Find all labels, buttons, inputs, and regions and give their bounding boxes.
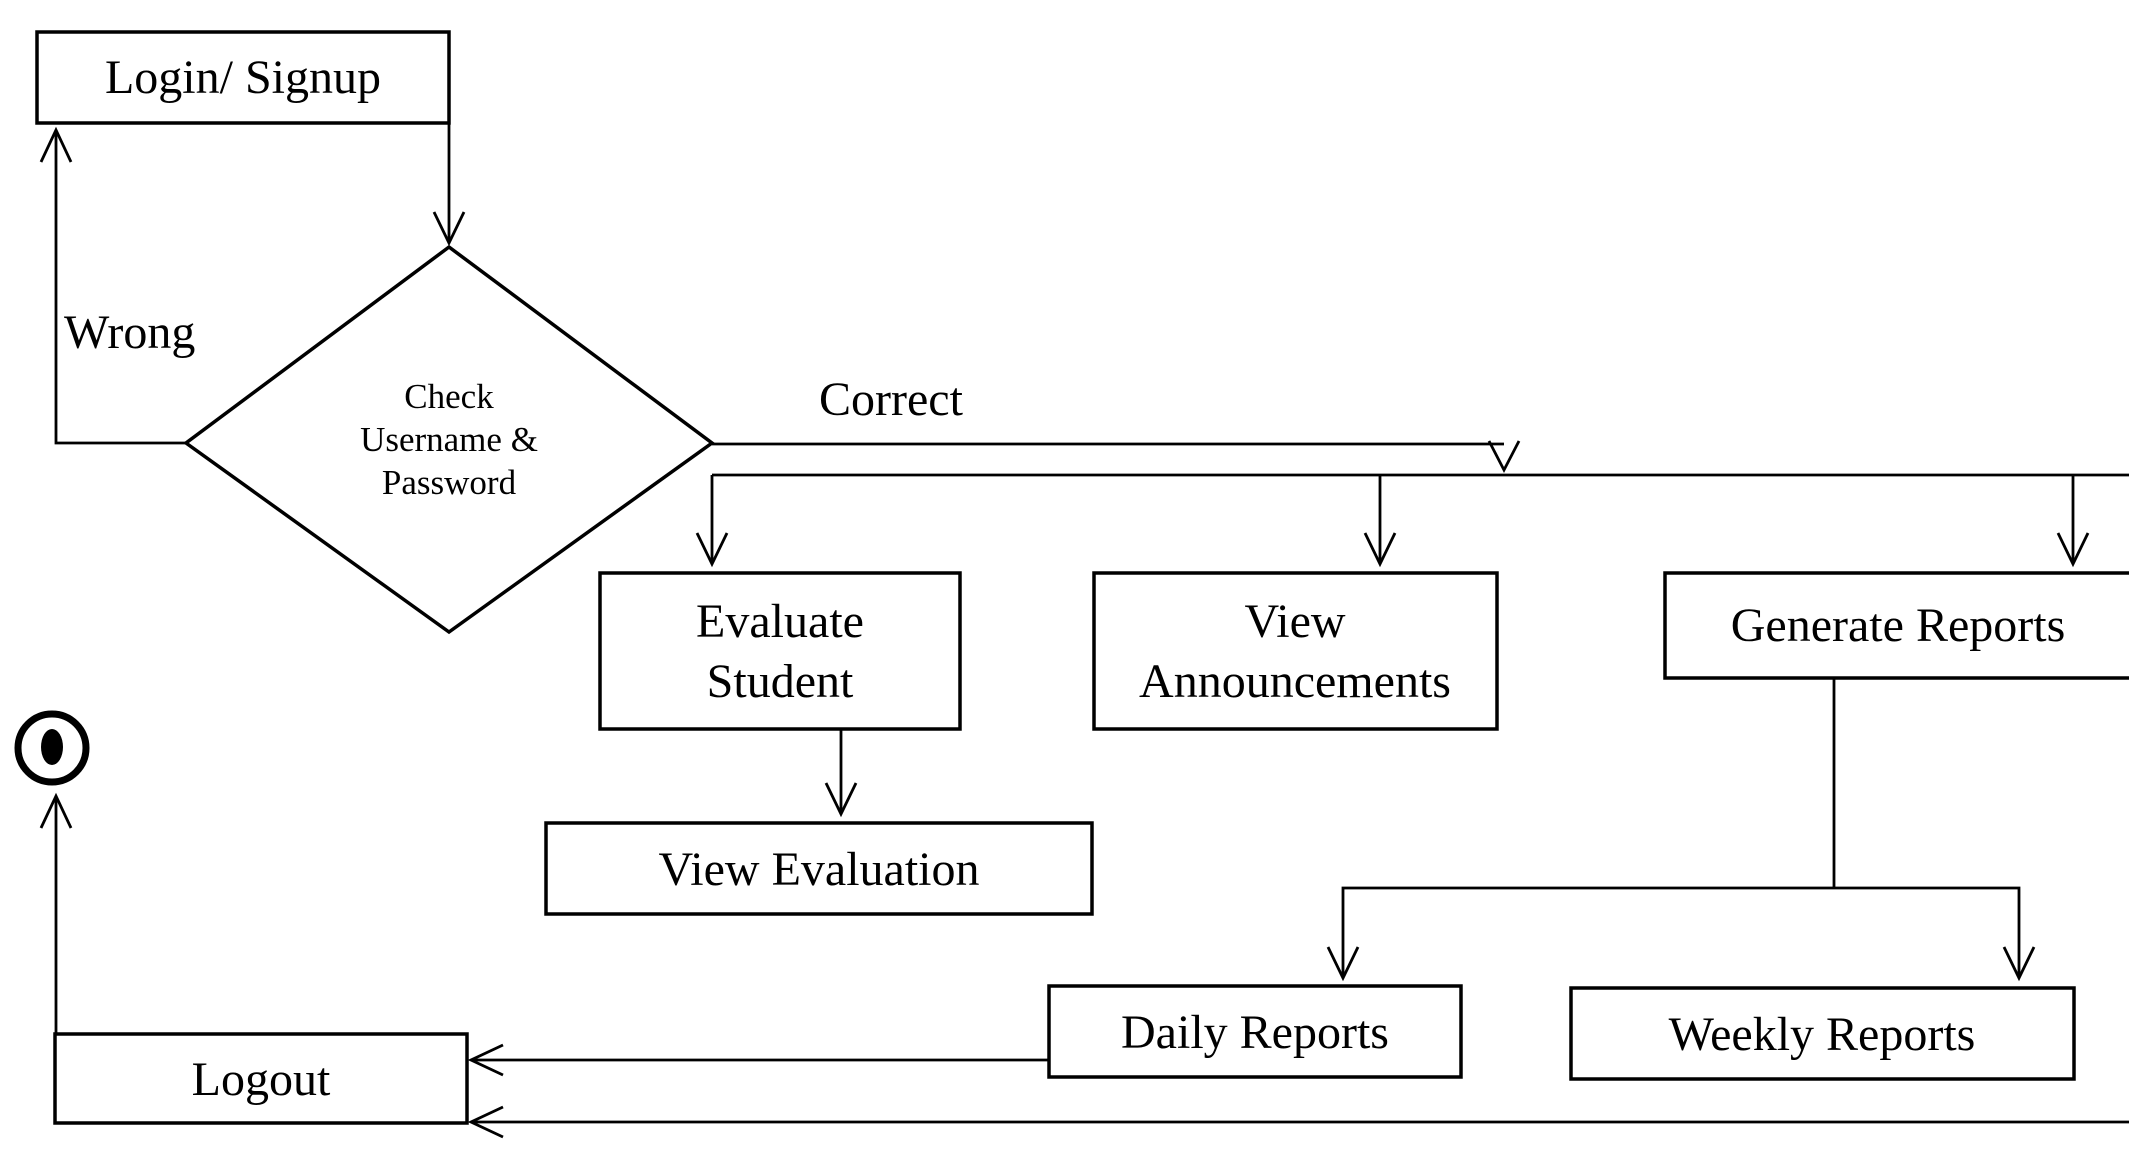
arrowhead-into-evaluate: [695, 532, 729, 568]
node-view-announcements: View Announcements: [1092, 571, 1499, 731]
node-weekly-reports-label: Weekly Reports: [1669, 1008, 1976, 1061]
node-logout: Logout: [53, 1032, 469, 1125]
arrowhead-into-logout-upper: [467, 1043, 504, 1077]
node-check-credentials: Check Username & Password: [183, 244, 715, 635]
arrowhead-into-generate-reports: [2056, 532, 2090, 568]
node-daily-reports-label: Daily Reports: [1121, 1006, 1389, 1059]
arrowhead-into-announcements: [1363, 532, 1397, 568]
node-check-line2: Username &: [360, 420, 538, 459]
arrowhead-into-login: [39, 126, 73, 163]
arrowhead-correct: [1487, 440, 1521, 474]
node-daily-reports: Daily Reports: [1047, 984, 1463, 1079]
arrowhead-into-weekly-reports: [2002, 946, 2036, 982]
node-evaluate-student: Evaluate Student: [598, 571, 962, 731]
node-check-line1: Check: [404, 377, 494, 416]
node-generate-reports: Generate Reports: [1663, 571, 2129, 680]
node-login-label: Login/ Signup: [105, 51, 381, 104]
node-check-line3: Password: [382, 463, 517, 502]
edge-label-wrong: Wrong: [64, 306, 195, 359]
node-generate-reports-label: Generate Reports: [1731, 599, 2066, 652]
arrowhead-into-check: [432, 211, 466, 247]
connector-reports-branch: [1341, 886, 2021, 978]
arrowhead-into-daily-reports: [1326, 946, 1360, 982]
end-node-icon: [14, 710, 90, 786]
node-evaluate-line1: Evaluate: [696, 595, 864, 648]
arrowhead-into-logout-lower: [467, 1105, 504, 1139]
node-view-announcements-line2: Announcements: [1139, 655, 1451, 708]
connector-wrong-loop: [54, 130, 186, 445]
node-view-evaluation: View Evaluation: [544, 821, 1094, 916]
node-view-evaluation-label: View Evaluation: [658, 843, 979, 896]
edge-label-correct: Correct: [819, 373, 964, 426]
arrowhead-into-end: [39, 792, 73, 829]
arrowhead-into-view-evaluation: [824, 782, 858, 818]
node-weekly-reports: Weekly Reports: [1569, 986, 2076, 1081]
node-view-announcements-line1: View: [1244, 595, 1345, 648]
node-logout-label: Logout: [192, 1053, 331, 1106]
node-evaluate-line2: Student: [707, 655, 854, 708]
node-login: Login/ Signup: [35, 30, 451, 125]
